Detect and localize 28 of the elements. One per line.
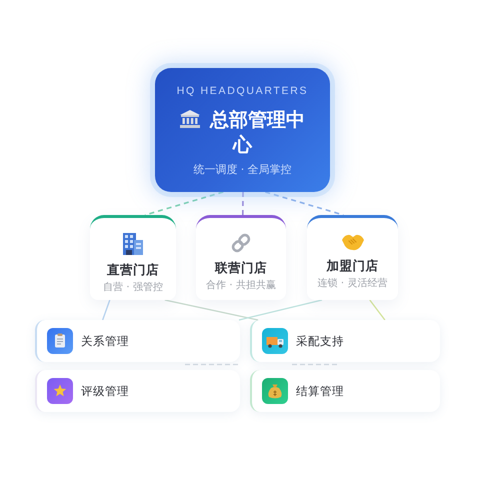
store-card <box>196 215 286 300</box>
connector-line <box>238 299 322 321</box>
card-title: 采配支持 <box>296 334 344 348</box>
store-card <box>90 215 176 300</box>
card-title: 加盟门店 <box>326 258 378 274</box>
card-title: 关系管理 <box>81 334 129 348</box>
dashed-connector <box>242 192 244 215</box>
heading: 总部管理中心 <box>210 109 305 156</box>
card-subtitle: 连锁 · 灵活经营 <box>318 277 388 290</box>
dashed-connector <box>144 191 224 216</box>
function-card <box>250 320 440 362</box>
card-title: 直营门店 <box>107 262 159 278</box>
connector-line <box>164 299 258 321</box>
card-title: 结算管理 <box>296 384 344 398</box>
subtitle: 统一调度 · 全局掌控 <box>193 163 292 177</box>
card-subtitle: 自营 · 强管控 <box>103 281 163 294</box>
function-card <box>35 320 240 362</box>
connector-line <box>102 300 110 320</box>
function-card <box>250 370 440 412</box>
function-card <box>35 370 240 412</box>
dashed-connector <box>265 191 344 216</box>
card-title: 评级管理 <box>81 384 129 398</box>
store-card <box>307 215 398 300</box>
headquarters-card <box>155 68 330 192</box>
card-subtitle: 合作 · 共担共赢 <box>206 279 276 292</box>
card-title: 联营门店 <box>215 260 267 276</box>
overline-label: HQ HEADQUARTERS <box>176 85 308 98</box>
connector-line <box>369 300 386 320</box>
